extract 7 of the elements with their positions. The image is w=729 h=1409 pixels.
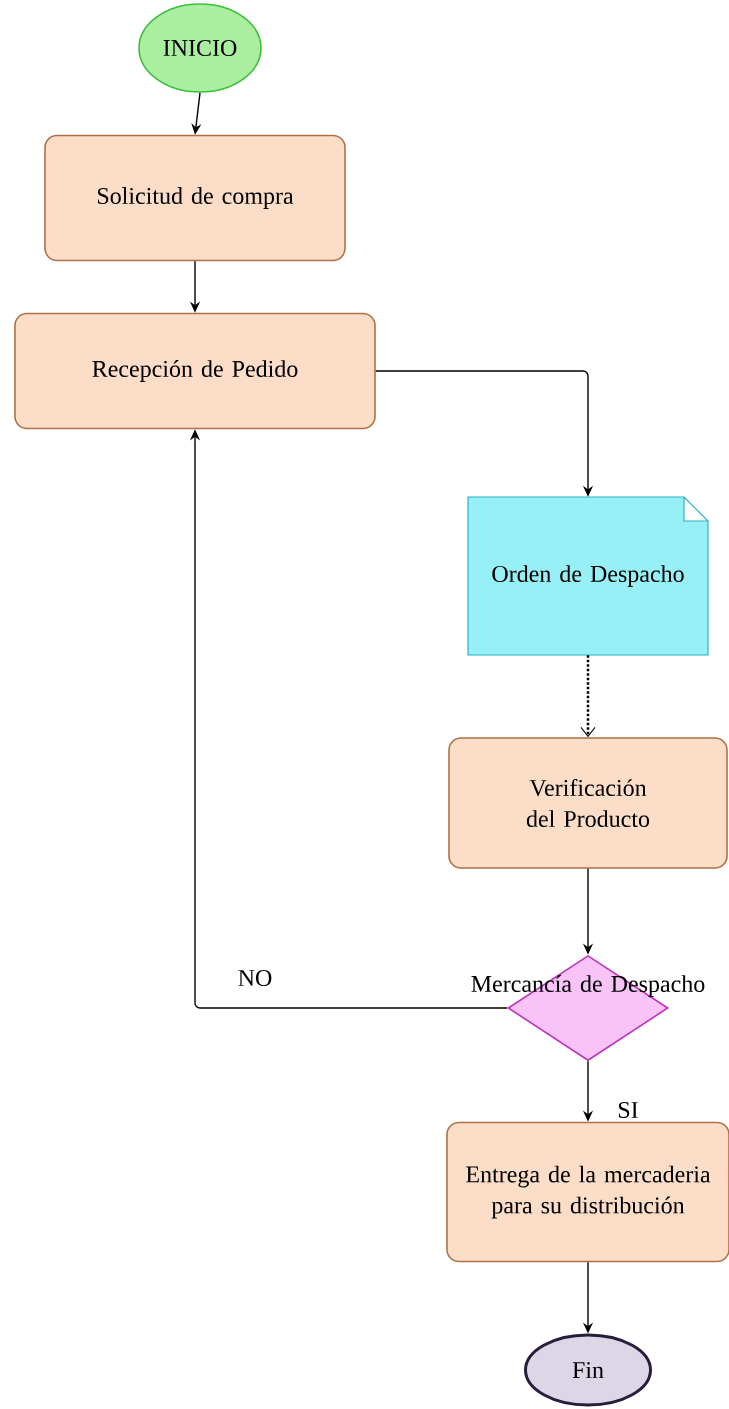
process-box: Verificación del Producto bbox=[448, 737, 728, 869]
arrow bbox=[580, 655, 596, 737]
edge-label: SI bbox=[615, 1099, 641, 1121]
process-box: Recepción de Pedido bbox=[14, 312, 376, 430]
process-box: Entrega de la mercaderia para su distribución bbox=[446, 1121, 729, 1263]
edge-label: NO bbox=[235, 967, 275, 989]
process-box: Solicitud de compra bbox=[44, 134, 346, 262]
